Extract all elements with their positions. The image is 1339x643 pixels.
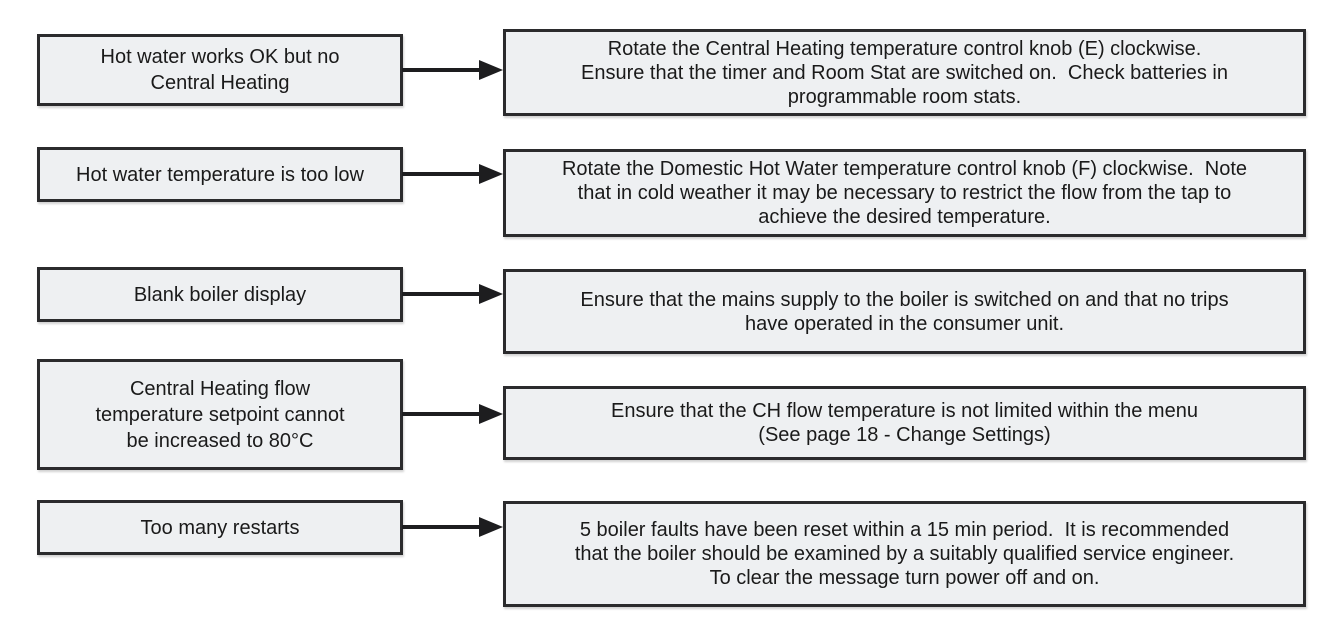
solution-box-blank-display: Ensure that the mains supply to the boil…	[503, 269, 1306, 354]
problem-text: Hot water works OK but no Central Heatin…	[100, 46, 340, 94]
problem-box-flow-setpoint: Central Heating flow temperature setpoin…	[37, 359, 403, 470]
solution-box-too-many-restarts: 5 boiler faults have been reset within a…	[503, 501, 1306, 607]
arrow-head	[479, 517, 503, 537]
solution-text: Rotate the Domestic Hot Water temperatur…	[561, 158, 1248, 228]
arrow-head	[479, 164, 503, 184]
arrow-head	[479, 284, 503, 304]
problem-box-blank-display: Blank boiler display	[37, 267, 403, 322]
solution-text: 5 boiler faults have been reset within a…	[574, 519, 1235, 589]
problem-text: Central Heating flow temperature setpoin…	[95, 377, 345, 452]
arrow-shaft	[402, 172, 483, 176]
solution-text: Rotate the Central Heating temperature c…	[581, 37, 1228, 108]
solution-box-flow-setpoint: Ensure that the CH flow temperature is n…	[503, 386, 1306, 460]
arrow-head	[479, 60, 503, 80]
problem-text: Too many restarts	[140, 516, 300, 539]
arrow-shaft	[402, 68, 483, 72]
problem-box-no-central-heating: Hot water works OK but no Central Heatin…	[37, 34, 403, 106]
solution-text: Ensure that the mains supply to the boil…	[580, 288, 1229, 335]
arrow-shaft	[402, 292, 483, 296]
problem-text: Hot water temperature is too low	[76, 163, 364, 186]
solution-text: Ensure that the CH flow temperature is n…	[611, 400, 1198, 446]
arrow-shaft	[402, 525, 483, 529]
problem-box-hot-water-too-low: Hot water temperature is too low	[37, 147, 403, 202]
solution-box-hot-water-too-low: Rotate the Domestic Hot Water temperatur…	[503, 149, 1306, 237]
solution-box-no-central-heating: Rotate the Central Heating temperature c…	[503, 29, 1306, 116]
problem-box-too-many-restarts: Too many restarts	[37, 500, 403, 555]
arrow-shaft	[402, 412, 483, 416]
problem-text: Blank boiler display	[133, 283, 307, 306]
arrow-head	[479, 404, 503, 424]
